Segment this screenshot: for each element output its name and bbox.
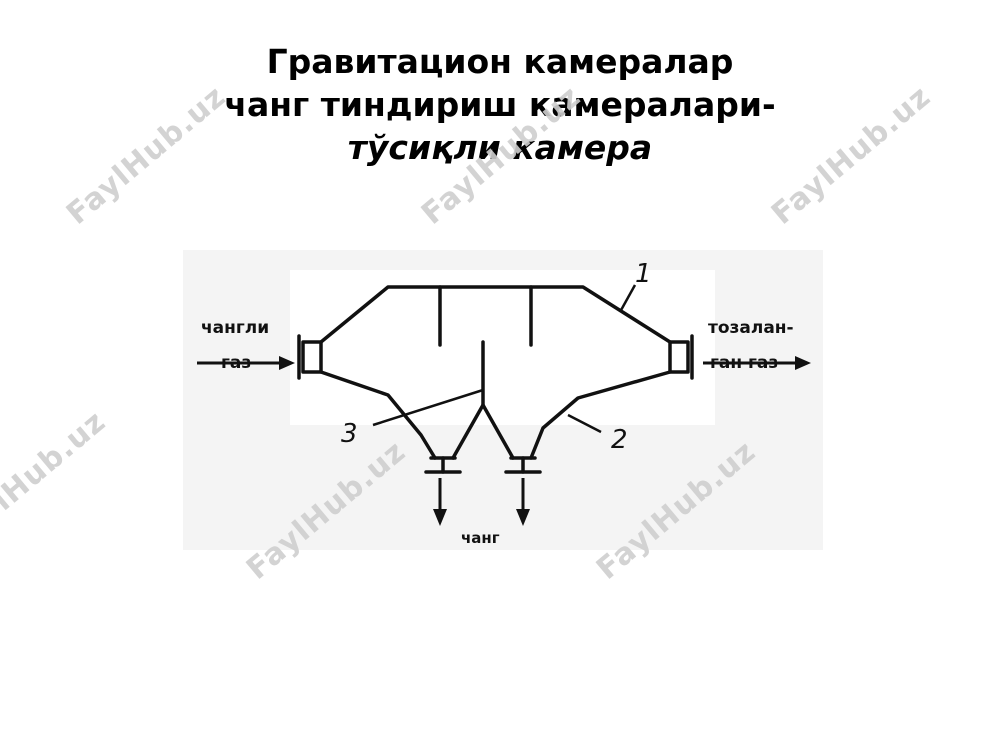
inlet-pipe	[301, 340, 323, 374]
chamber-bottom-right-wall	[529, 370, 672, 460]
inlet-label-line-2: газ	[221, 353, 251, 373]
dust-arrow-right-head	[516, 509, 530, 526]
inlet-arrow-head	[279, 356, 295, 370]
marker-3: 3	[341, 419, 358, 449]
inlet-label-line-1: чангли	[201, 318, 269, 338]
baffle-chamber-diagram: чангли газ тозалан- ган газ чанг 1 2 3	[183, 250, 823, 550]
leader-2	[567, 413, 602, 434]
part-markers: 1 2 3	[341, 259, 652, 455]
slide-title: Гравитацион камералар чанг тиндириш каме…	[0, 40, 1000, 169]
leader-1	[618, 284, 637, 313]
marker-2: 2	[611, 425, 628, 455]
diagram-svg: чангли газ тозалан- ган газ чанг 1 2 3	[183, 250, 823, 550]
title-line-2: чанг тиндириш камералари-	[224, 85, 776, 124]
outlet-label-line-2: ган газ	[710, 353, 778, 373]
diagram-labels: чангли газ тозалан- ган газ чанг	[201, 318, 794, 547]
dust-label: чанг	[461, 529, 500, 547]
marker-1: 1	[635, 259, 652, 289]
outlet-pipe	[668, 340, 690, 374]
leader-lines	[372, 284, 637, 434]
leader-3	[372, 388, 484, 427]
title-line-1: Гравитацион камералар	[266, 42, 734, 81]
diagram-inner-bg	[290, 270, 715, 425]
watermark: FaylHub.uz	[0, 403, 113, 557]
outlet-label-line-1: тозалан-	[708, 318, 794, 338]
title-line-3: тўсиқли камера	[347, 128, 653, 167]
dust-arrow-left-head	[433, 509, 447, 526]
chamber-top-wall	[319, 285, 672, 344]
flow-arrows	[197, 356, 811, 526]
outlet-arrow-head	[795, 356, 811, 370]
